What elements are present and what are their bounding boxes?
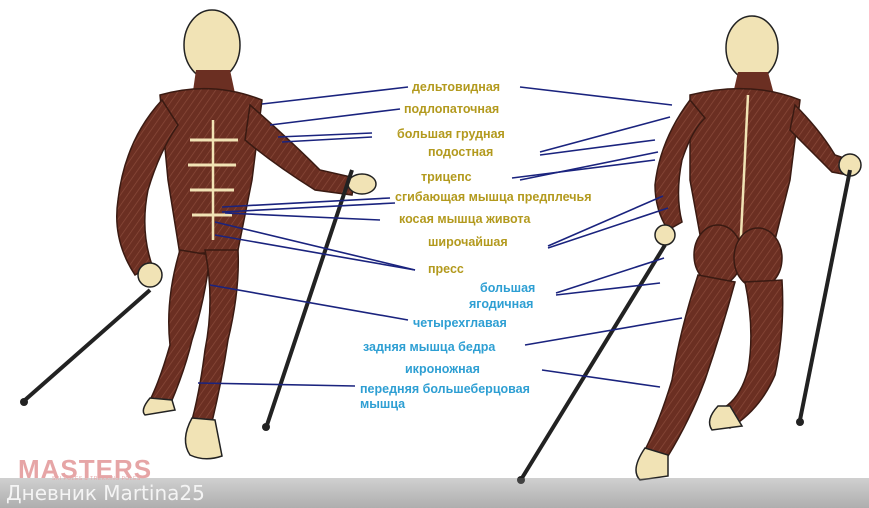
- back-figure: [517, 16, 861, 484]
- label-forearm-flexor: сгибающая мышца предплечья: [395, 190, 591, 204]
- label-infraspinatus: подостная: [428, 145, 493, 159]
- label-gluteus-2: ягодичная: [469, 297, 533, 311]
- label-tibialis-1: передняя большеберцовая: [360, 382, 530, 396]
- label-subscapular: подлопаточная: [404, 102, 499, 116]
- front-figure: [20, 10, 376, 459]
- label-tibialis-2: мышца: [360, 397, 405, 411]
- label-quadriceps: четырехглавая: [413, 316, 507, 330]
- label-deltoid: дельтовидная: [412, 80, 500, 94]
- label-gluteus-1: большая: [480, 281, 535, 295]
- footer-caption: Дневник Martina25: [6, 481, 205, 505]
- label-triceps: трицепс: [421, 170, 472, 184]
- label-oblique: косая мышца живота: [399, 212, 530, 226]
- label-latissimus: широчайшая: [428, 235, 508, 249]
- label-calf: икроножная: [405, 362, 480, 376]
- label-pectoral: большая грудная: [397, 127, 505, 141]
- label-hamstring: задняя мышца бедра: [363, 340, 495, 354]
- label-abs: пресс: [428, 262, 464, 276]
